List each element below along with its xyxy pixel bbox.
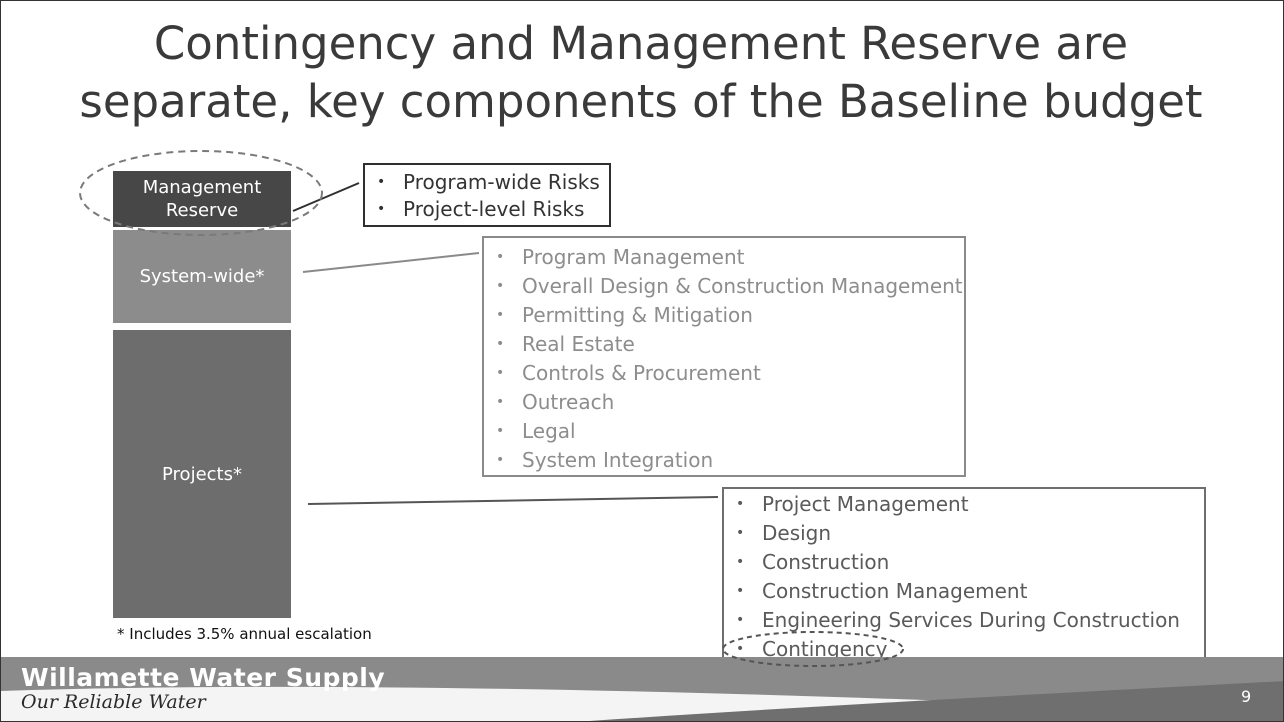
list-item: • Real Estate (484, 330, 964, 359)
bullet-icon: • (496, 307, 505, 323)
list-item-text: Project Management (762, 492, 969, 516)
bullet-icon: • (496, 423, 505, 439)
list-item-text: Engineering Services During Construction (762, 608, 1180, 632)
bullet-icon: • (736, 554, 745, 570)
list-item-text: Design (762, 521, 832, 545)
management-reserve-connector (292, 182, 360, 212)
list-item: • Permitting & Mitigation (484, 301, 964, 330)
list-item: • Controls & Procurement (484, 359, 964, 388)
list-item: • Program-wide Risks (365, 169, 609, 196)
footer-wave-band (1, 657, 1283, 721)
list-item-text: Permitting & Mitigation (522, 303, 753, 327)
bullet-icon: • (496, 336, 505, 352)
brand-name: Willamette Water Supply (21, 663, 386, 692)
bullet-icon: • (496, 365, 505, 381)
list-item-text: Construction (762, 550, 890, 574)
bullet-icon: • (496, 452, 505, 468)
bullet-icon: • (496, 394, 505, 410)
bullet-icon: • (377, 201, 386, 217)
system-wide-connector (302, 252, 480, 273)
projects-label: Projects* (162, 463, 242, 485)
list-item-text: Project-level Risks (403, 197, 585, 221)
management-reserve-label-line-1: Management (142, 177, 262, 198)
slide-title-line-1: Contingency and Management Reserve are (153, 17, 1129, 70)
list-item: • Construction Management (724, 577, 1204, 606)
projects-segment: Projects* (113, 330, 291, 618)
list-item-text: Outreach (522, 390, 615, 414)
system-wide-segment: System-wide* (113, 230, 291, 323)
list-item: • Outreach (484, 388, 964, 417)
list-item-text: Legal (522, 419, 576, 443)
management-reserve-label-line-2: Reserve (165, 200, 239, 221)
system-wide-list-box: • Program Management • Overall Design & Co… (482, 236, 966, 477)
list-item: • Project-level Risks (365, 196, 609, 223)
footer-wave-shade (589, 681, 1283, 721)
bullet-icon: • (496, 278, 505, 294)
brand-tagline: Our Reliable Water (21, 691, 206, 713)
bullet-icon: • (496, 249, 505, 265)
management-reserve-list-box: • Program-wide Risks • Project-level Risks (363, 163, 611, 227)
management-reserve-segment: Management Reserve (113, 171, 291, 227)
list-item: • Program Management (484, 243, 964, 272)
list-item: • System Integration (484, 446, 964, 475)
page-number: 9 (1241, 687, 1252, 706)
system-wide-label: System-wide* (139, 266, 265, 287)
list-item-text: System Integration (522, 448, 714, 472)
list-item-text: Controls & Procurement (522, 361, 761, 385)
list-item-text: Real Estate (522, 332, 635, 356)
list-item: • Design (724, 519, 1204, 548)
list-item-text: Construction Management (762, 579, 1028, 603)
bullet-icon: • (736, 612, 745, 628)
list-item: • Overall Design & Construction Managemen… (484, 272, 964, 301)
bullet-icon: • (736, 583, 745, 599)
bullet-icon: • (377, 174, 386, 190)
list-item-text: Program Management (522, 245, 745, 269)
list-item-text: Overall Design & Construction Management (522, 274, 963, 298)
projects-list-box: • Project Management • Design • Constructio… (722, 487, 1206, 666)
slide-title: Contingency and Management Reserve are s… (61, 15, 1221, 131)
bullet-icon: • (736, 496, 745, 512)
bullet-icon: • (736, 525, 745, 541)
list-item: • Project Management (724, 490, 1204, 519)
slide-title-line-2: separate, key components of the Baseline… (79, 75, 1203, 128)
list-item-text: Program-wide Risks (403, 170, 600, 194)
list-item: • Construction (724, 548, 1204, 577)
list-item: • Engineering Services During Constructio… (724, 606, 1204, 635)
list-item: • Legal (484, 417, 964, 446)
projects-connector (307, 496, 719, 505)
escalation-footnote: * Includes 3.5% annual escalation (117, 625, 372, 643)
